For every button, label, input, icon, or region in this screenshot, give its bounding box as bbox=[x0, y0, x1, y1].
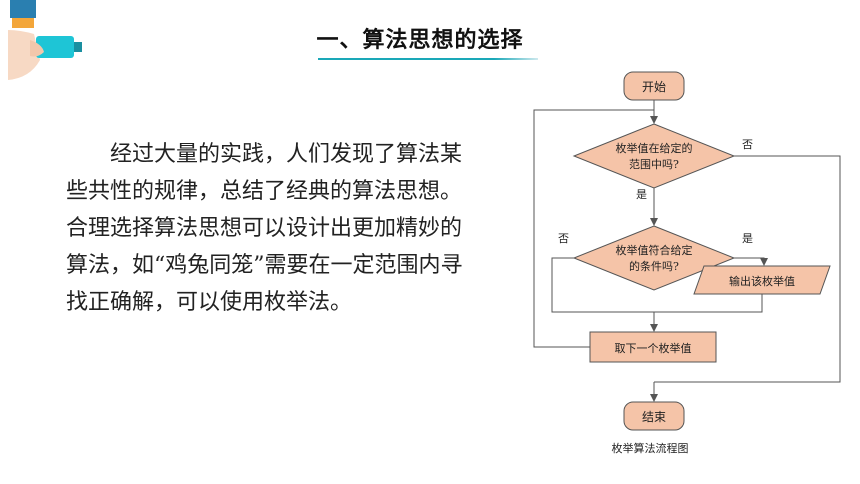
end-node bbox=[623, 401, 685, 431]
body-paragraph: 经过大量的实践，人们发现了算法某些共性的规律，总结了经典的算法思想。合理选择算法… bbox=[66, 142, 463, 315]
start-label: 开始 bbox=[642, 80, 666, 94]
decision-meets-condition bbox=[572, 225, 736, 291]
next-value-node bbox=[589, 331, 717, 363]
no-label-2: 否 bbox=[558, 232, 569, 245]
yes-label-2: 是 bbox=[742, 232, 753, 245]
logo-icon bbox=[8, 0, 82, 80]
enumeration-flowchart: 开始 枚举值在给定的 范围中吗? 否 是 枚举值符合给定 的条件吗? 否 是 输… bbox=[533, 71, 841, 455]
output-label: 输出该枚举值 bbox=[729, 274, 795, 288]
title-underline bbox=[318, 58, 538, 60]
next-value-label: 取下一个枚举值 bbox=[615, 341, 692, 355]
decision1-line2: 范围中吗? bbox=[629, 157, 679, 171]
flowchart-caption: 枚举算法流程图 bbox=[612, 441, 689, 455]
no-label-1: 否 bbox=[742, 138, 753, 151]
decision1-line1: 枚举值在给定的 bbox=[616, 141, 693, 155]
decision-in-range bbox=[572, 123, 736, 189]
yes-label-1: 是 bbox=[636, 188, 647, 201]
decision2-line2: 的条件吗? bbox=[629, 259, 679, 273]
decision2-line1: 枚举值符合给定 bbox=[616, 243, 693, 257]
page-title: 一、算法思想的选择 bbox=[316, 28, 524, 53]
output-node bbox=[693, 265, 831, 295]
end-label: 结束 bbox=[642, 410, 666, 424]
